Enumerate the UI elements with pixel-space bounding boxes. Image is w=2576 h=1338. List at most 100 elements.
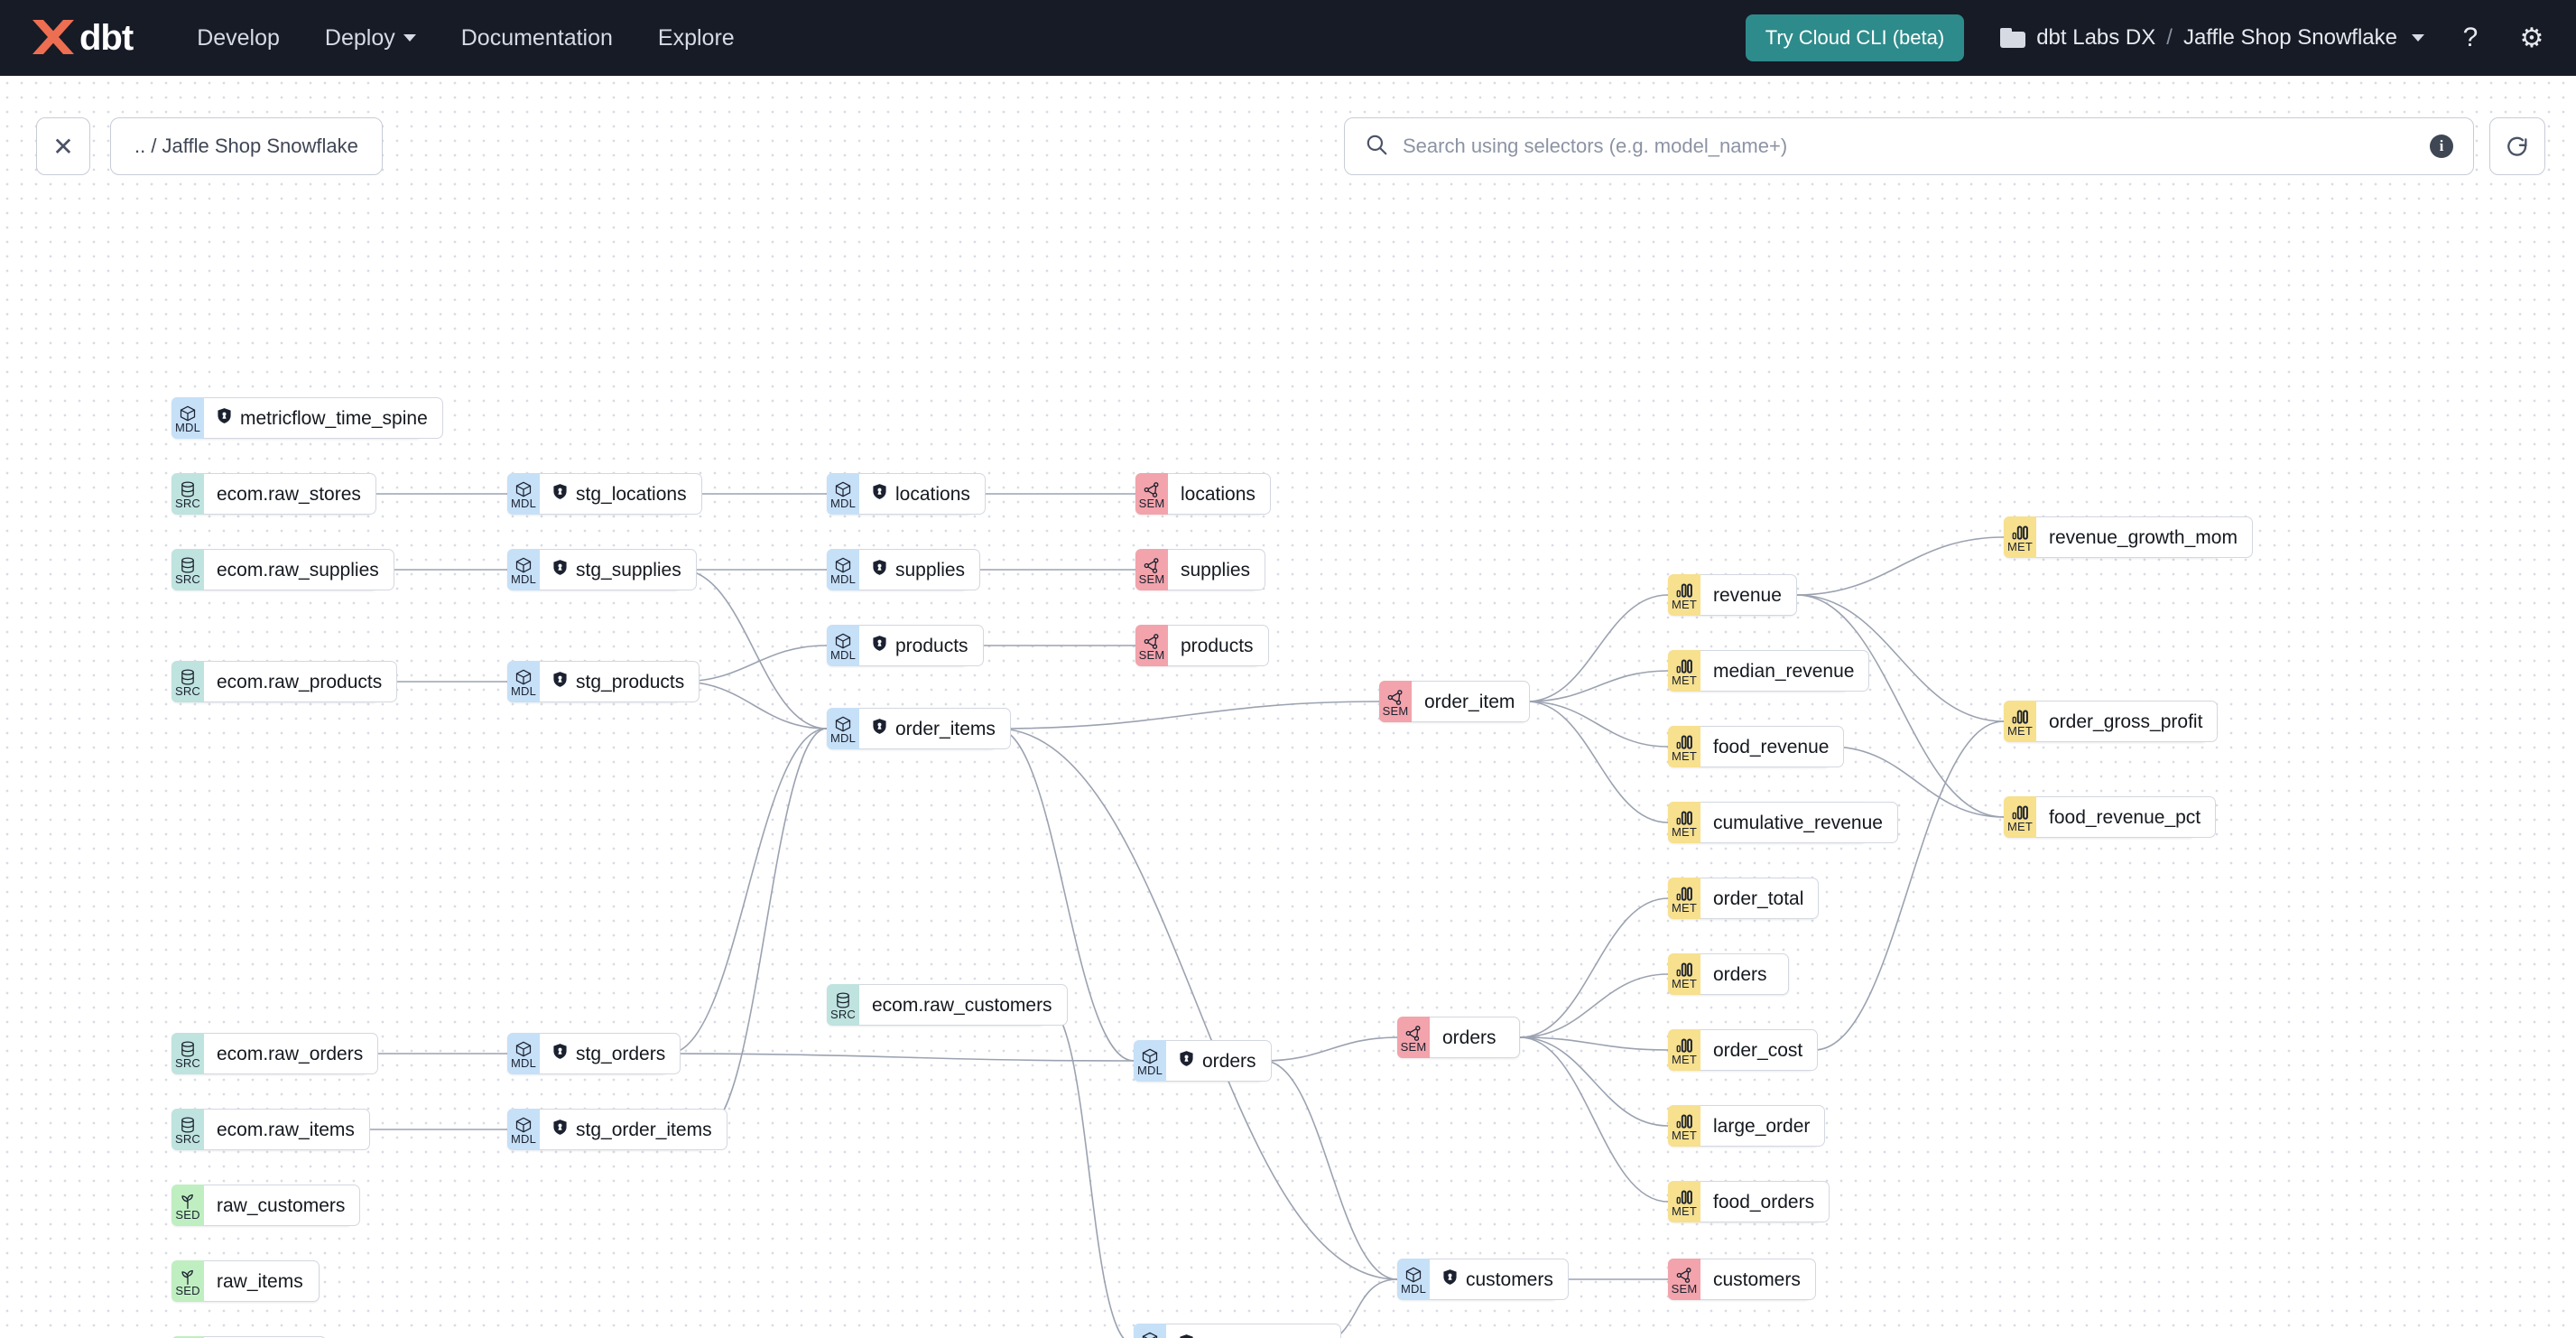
database-icon [179,481,197,498]
node-type-code: SED [175,1207,200,1222]
node-label: stg_orders [576,1043,666,1064]
cube-icon [178,405,198,423]
breadcrumb-separator: / [2166,25,2173,50]
node-type-code: SRC [174,1055,201,1070]
node-label: revenue [1713,584,1782,606]
shield-icon [552,1043,568,1064]
node-type-badge-src: SRC [827,984,859,1026]
node-label: stg_supplies [576,559,681,581]
shield-icon [552,483,568,505]
account-project-breadcrumb[interactable]: dbt Labs DX / Jaffle Shop Snowflake [2000,25,2424,51]
help-icon[interactable]: ? [2462,23,2479,52]
search-bar[interactable]: i [1344,117,2474,175]
lineage-edges [357,493,2005,1338]
folder-icon [2000,28,2026,48]
lineage-edge [996,728,1135,1062]
node-type-code: MDL [829,730,857,745]
node-type-badge-mdl: MDL [507,1109,540,1150]
chevron-down-icon [403,34,416,42]
node-type-code: MET [1671,597,1698,611]
lineage-edge [1526,701,1669,748]
node-label: metricflow_time_spine [240,407,428,429]
node-type-badge-mdl: MDL [1397,1259,1430,1300]
node-type-badge-sem: SEM [1379,681,1412,722]
breadcrumb[interactable]: .. / Jaffle Shop Snowflake [110,117,383,175]
node-label: products [1181,635,1254,656]
lineage-edge [996,701,1380,729]
try-cloud-cli-button[interactable]: Try Cloud CLI (beta) [1745,14,1965,61]
cube-icon [1140,1048,1160,1065]
lineage-edge [996,728,1398,1280]
node-label: food_orders [1713,1191,1815,1213]
node-type-code: MDL [174,420,201,434]
node-body: large_order [1700,1105,1826,1147]
node-body: ecom.raw_customers [859,984,1068,1026]
info-icon[interactable]: i [2430,135,2453,158]
node-type-code: SEM [1138,496,1165,510]
nav-link-develop[interactable]: Develop [174,25,302,51]
node-body: orders [1166,1040,1272,1082]
nav-link-deploy[interactable]: Deploy [302,25,439,51]
lineage-edge [680,645,828,683]
node-type-code: MET [1671,1052,1698,1066]
dbt-logo[interactable]: dbt [29,17,134,59]
lineage-edge [1263,1060,1398,1280]
search-input[interactable] [1403,135,2415,158]
node-type-code: MDL [510,496,537,510]
node-type-badge-sem: SEM [1135,473,1168,515]
nav-link-explore[interactable]: Explore [635,25,757,51]
node-label: ecom.raw_products [217,671,383,692]
nav-link-documentation[interactable]: Documentation [439,25,635,51]
close-icon[interactable]: ✕ [36,117,90,175]
node-body: food_revenue [1700,726,1845,767]
cube-icon [833,633,853,650]
bar-chart-icon [1674,734,1694,751]
graph-node-revenue[interactable]: MET revenue [1668,574,1797,616]
gear-icon[interactable]: ⚙ [2519,23,2544,53]
database-icon [179,557,197,574]
node-body: stg_products [540,661,700,702]
refresh-icon[interactable] [2489,117,2545,175]
node-label: median_revenue [1713,660,1855,682]
node-label: locations [895,483,970,505]
graph-node-metricflow_time_spine[interactable]: MDL metricflow_time_spine [171,397,443,439]
